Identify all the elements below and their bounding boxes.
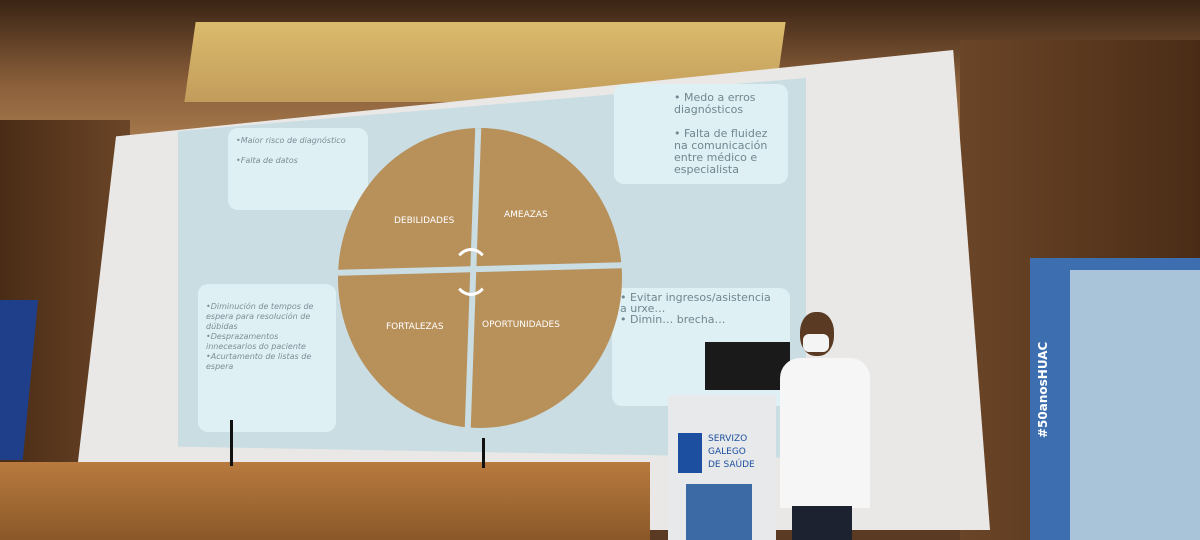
threats-box: • Medo a erros diagnósticos • Falta de f…	[614, 84, 788, 184]
strength-item: •Desprazamentos innecesarios do paciente	[206, 332, 306, 351]
banner-photo-collage	[1070, 270, 1200, 540]
weakness-item: •Falta de datos	[236, 156, 298, 165]
podium-poster	[686, 484, 752, 540]
cycle-arrows-icon	[452, 248, 490, 296]
threat-item: • Falta de fluidez na comunicación entre…	[674, 127, 768, 176]
speaker-legs	[792, 506, 852, 540]
xunta-logo-icon	[678, 433, 702, 473]
speaker	[780, 312, 870, 540]
quadrant-opportunities-label: OPORTUNIDADES	[482, 320, 560, 330]
panel-table	[0, 462, 650, 540]
strength-item: •Acurtamento de listas de espera	[206, 352, 312, 371]
opportunity-item: • Dimin… brecha…	[620, 313, 726, 326]
quadrant-threats-label: AMEAZAS	[504, 210, 548, 220]
weaknesses-box: •Maior risco de diagnóstico •Falta de da…	[228, 128, 368, 210]
microphone-icon	[482, 438, 485, 468]
opportunity-item: • Evitar ingresos/asistencia a urxe…	[620, 291, 771, 315]
podium-line: GALEGO	[708, 447, 746, 457]
microphone-icon	[230, 420, 233, 466]
anniversary-banner: #50anosHUAC	[1030, 258, 1200, 540]
laptop	[705, 342, 790, 390]
threat-item: • Medo a erros diagnósticos	[674, 91, 756, 116]
weakness-item: •Maior risco de diagnóstico	[236, 136, 346, 145]
banner-hashtag: #50anosHUAC	[1036, 341, 1050, 438]
podium-line: SERVIZO	[708, 434, 748, 444]
podium-sign: SERVIZO GALEGO DE SAÚDE	[708, 433, 755, 472]
quadrant-strengths-label: FORTALEZAS	[386, 322, 444, 332]
white-coat	[780, 358, 870, 508]
quadrant-weaknesses-label: DEBILIDADES	[394, 216, 455, 226]
podium-line: DE SAÚDE	[708, 460, 755, 470]
face-mask	[803, 334, 829, 352]
strengths-box: •Diminución de tempos de espera para res…	[198, 284, 336, 432]
strength-item: •Diminución de tempos de espera para res…	[206, 302, 314, 331]
